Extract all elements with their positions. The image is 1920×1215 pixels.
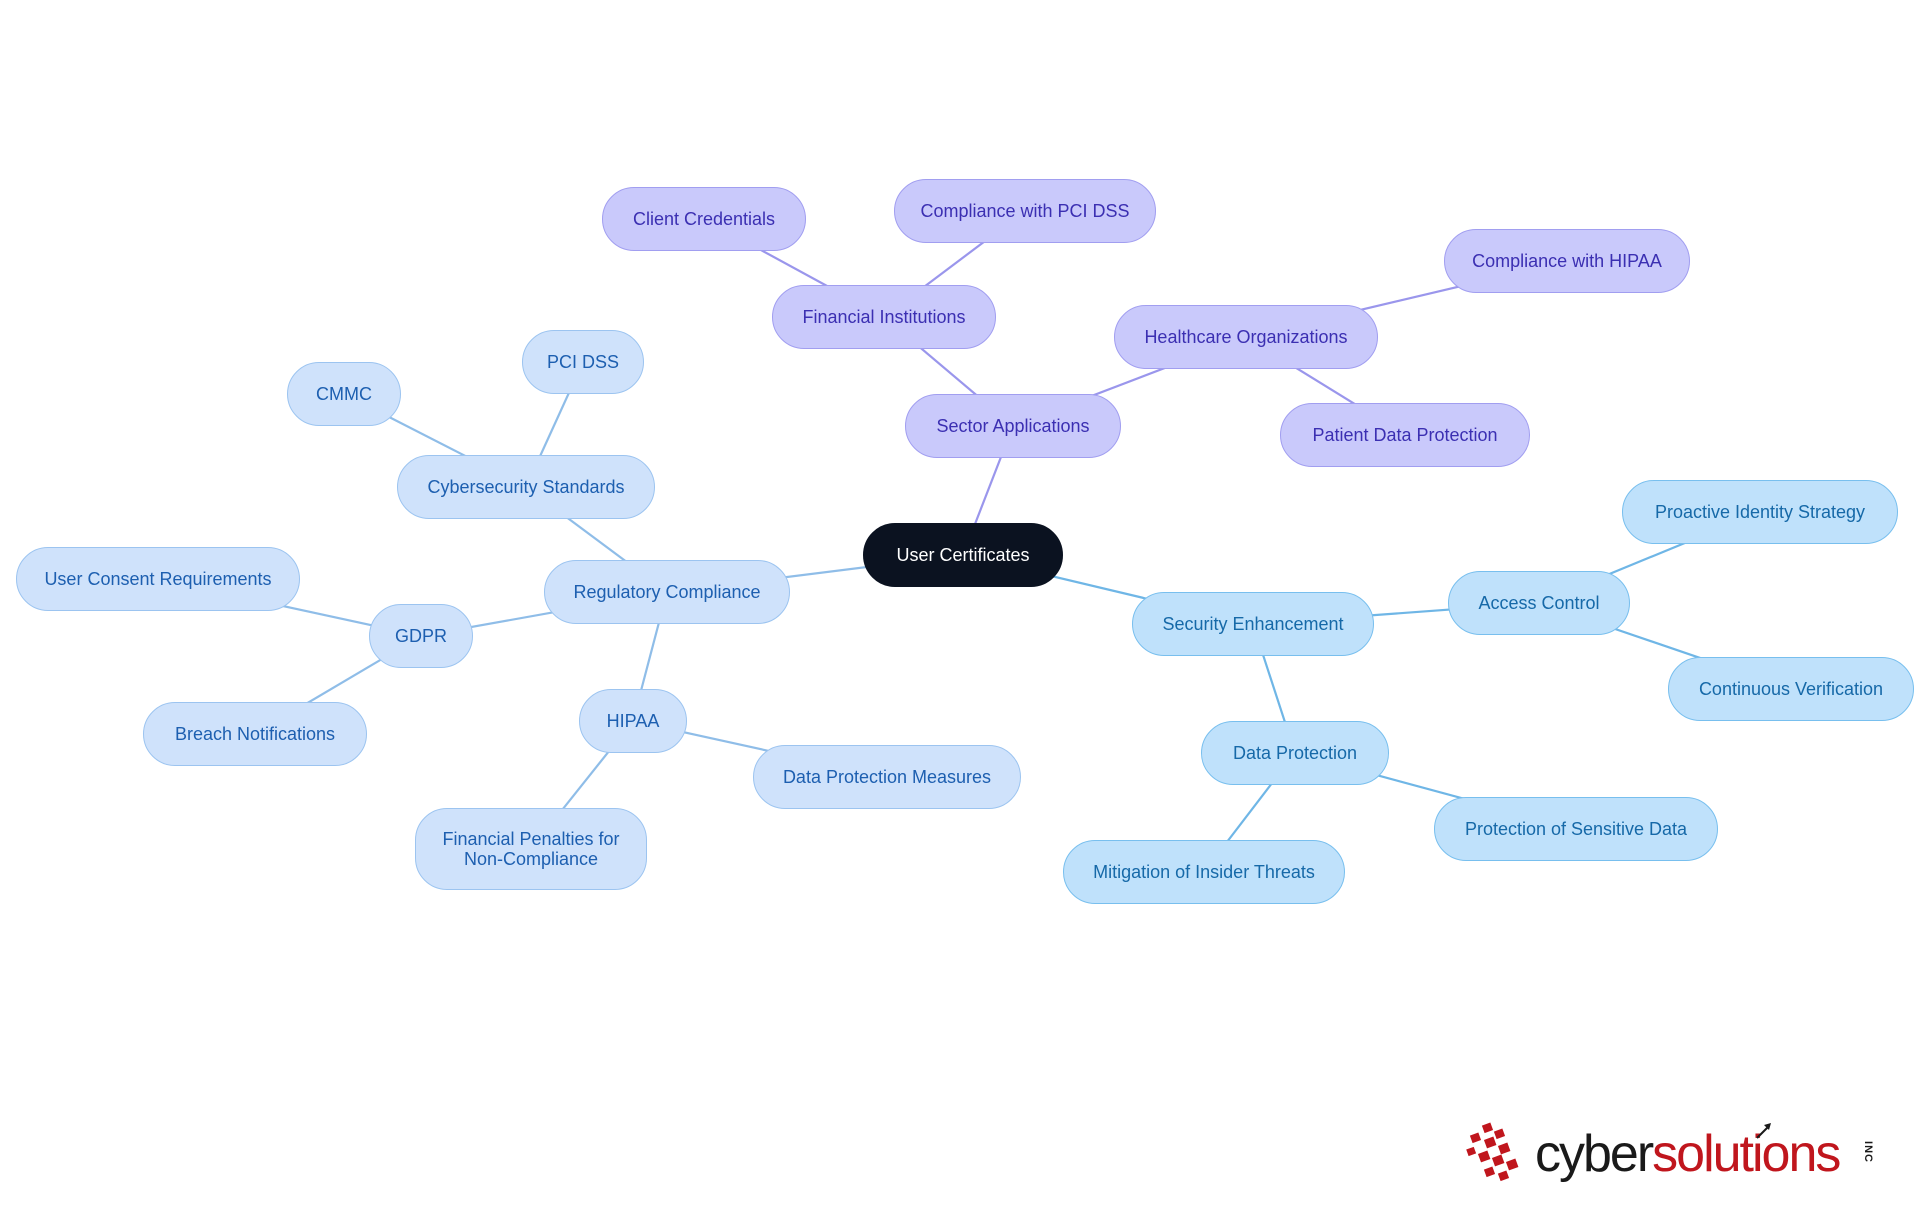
node-label: Compliance with HIPAA: [1472, 251, 1662, 271]
node-fin: Financial Institutions: [772, 285, 996, 349]
node-cpci: Compliance with PCI DSS: [894, 179, 1156, 243]
logo-text-solutions: solutions: [1652, 1125, 1841, 1183]
node-label: Sector Applications: [936, 416, 1090, 436]
node-cmmc: CMMC: [287, 362, 401, 426]
node-pcidss: PCI DSS: [522, 330, 644, 394]
logo-arrow-icon: [1756, 1123, 1771, 1139]
node-label: Protection of Sensitive Data: [1464, 819, 1688, 839]
node-health: Healthcare Organizations: [1114, 305, 1378, 369]
node-label: Access Control: [1478, 593, 1600, 613]
node-reg: Regulatory Compliance: [544, 560, 790, 624]
node-label: Data Protection: [1232, 743, 1358, 763]
node-consent: User Consent Requirements: [16, 547, 300, 611]
node-gdpr: GDPR: [369, 604, 473, 668]
logo-text-cyber: cyber: [1535, 1125, 1654, 1183]
node-root: User Certificates: [863, 523, 1063, 587]
node-chipaa: Compliance with HIPAA: [1444, 229, 1690, 293]
node-label: Financial Institutions: [802, 307, 966, 327]
node-cyber: Cybersecurity Standards: [397, 455, 655, 519]
node-label: User Certificates: [896, 545, 1030, 565]
logo-text-inc: INC: [1861, 1141, 1874, 1163]
node-label: Proactive Identity Strategy: [1654, 502, 1866, 522]
node-sec: Security Enhancement: [1132, 592, 1374, 656]
node-label: Continuous Verification: [1698, 679, 1884, 699]
node-label: Breach Notifications: [174, 724, 336, 744]
node-label: User Consent Requirements: [44, 569, 272, 589]
node-label: Healthcare Organizations: [1144, 327, 1348, 347]
node-continuous: Continuous Verification: [1668, 657, 1914, 721]
node-insider: Mitigation of Insider Threats: [1063, 840, 1345, 904]
node-label: Financial Penalties for Non-Compliance: [442, 829, 620, 869]
node-label: Regulatory Compliance: [573, 582, 761, 602]
node-label: PCI DSS: [546, 352, 620, 372]
node-label: Data Protection Measures: [782, 767, 992, 787]
node-label: HIPAA: [606, 711, 660, 731]
node-dataprot: Data Protection: [1201, 721, 1389, 785]
node-label: Cybersecurity Standards: [427, 477, 625, 497]
node-label: Patient Data Protection: [1312, 425, 1498, 445]
node-client: Client Credentials: [602, 187, 806, 251]
cybersolutions-logo: cybersolutions INC: [1465, 1120, 1885, 1190]
node-label: Compliance with PCI DSS: [920, 201, 1130, 221]
node-proactive: Proactive Identity Strategy: [1622, 480, 1898, 544]
node-breach: Breach Notifications: [143, 702, 367, 766]
node-label: Client Credentials: [632, 209, 776, 229]
node-patient: Patient Data Protection: [1280, 403, 1530, 467]
node-label: GDPR: [394, 626, 447, 646]
node-label: Mitigation of Insider Threats: [1093, 862, 1315, 882]
node-hipaa: HIPAA: [579, 689, 687, 753]
node-access: Access Control: [1448, 571, 1630, 635]
node-label: CMMC: [316, 384, 372, 404]
node-dpm: Data Protection Measures: [753, 745, 1021, 809]
logo-wordmark: cybersolutions: [1535, 1125, 1841, 1183]
node-label: Security Enhancement: [1162, 614, 1344, 634]
node-sect: Sector Applications: [905, 394, 1121, 458]
node-penalties: Financial Penalties for Non-Compliance: [415, 808, 647, 890]
logo-mark-icon: [1466, 1122, 1519, 1182]
node-sensitive: Protection of Sensitive Data: [1434, 797, 1718, 861]
